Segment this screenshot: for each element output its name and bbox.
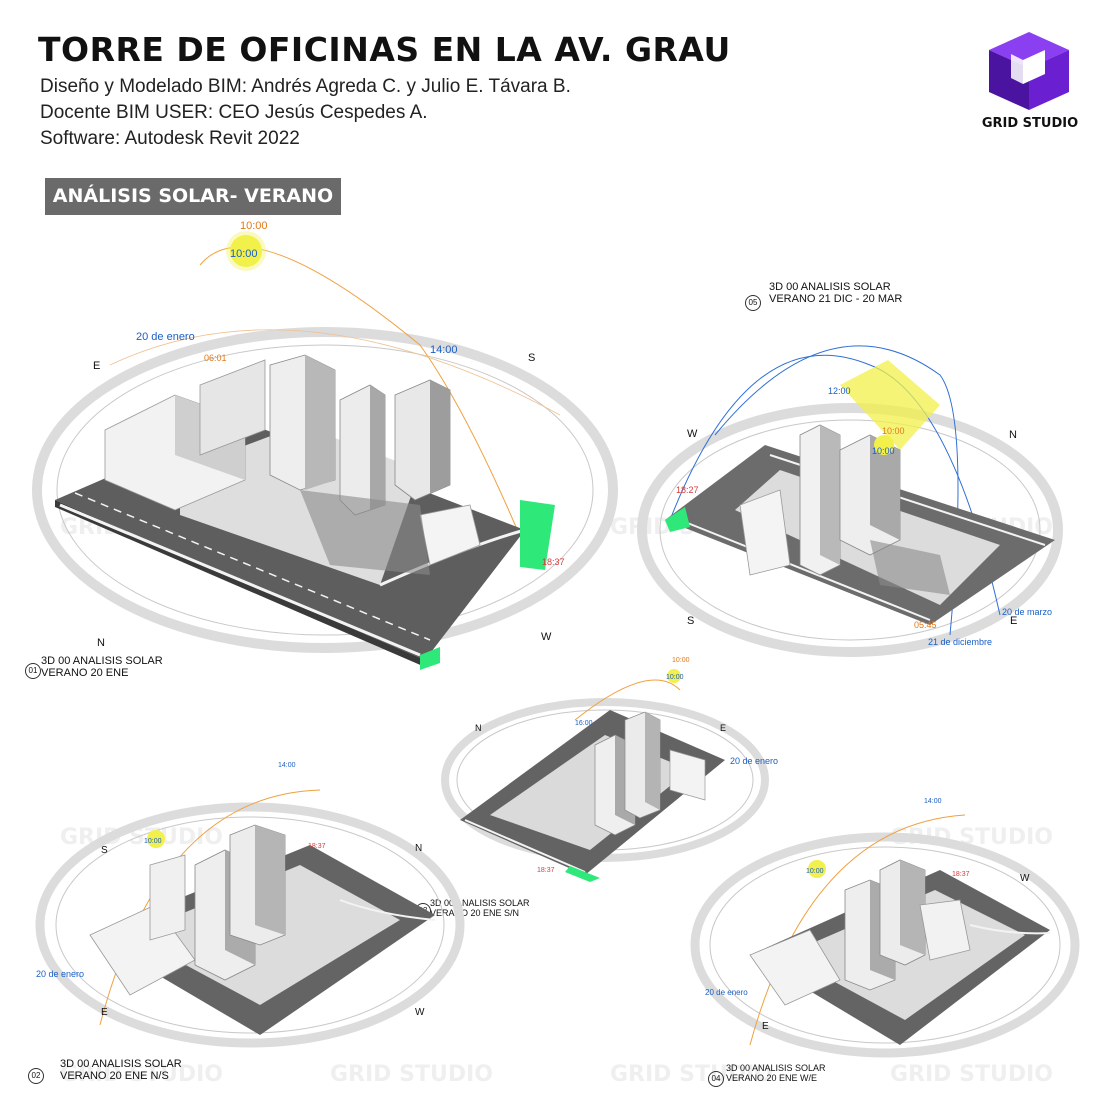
view-number: 04	[708, 1071, 724, 1087]
sun-icon	[874, 435, 894, 455]
site-model-view-01	[32, 246, 618, 670]
compass-north: N	[97, 637, 105, 649]
caption-line: 3D 00 ANALISIS SOLAR	[430, 898, 530, 908]
compass-east: E	[720, 723, 727, 733]
caption-line: VERANO 20 ENE N/S	[60, 1070, 169, 1082]
sun-icon	[808, 860, 826, 878]
section-label: ANÁLISIS SOLAR- VERANO	[45, 178, 341, 215]
compass-east: E	[762, 1021, 769, 1032]
compass-east: E	[101, 1007, 108, 1018]
time-label: 10:00	[806, 868, 824, 875]
time-label: 10:00	[672, 657, 690, 664]
time-label: 10:00	[144, 838, 162, 845]
watermark: GRID STUDIO	[610, 1062, 773, 1087]
page-title: TORRE DE OFICINAS EN LA AV. GRAU	[38, 30, 731, 69]
caption-line: VERANO 21 DIC - 20 MAR	[769, 293, 903, 305]
solar-view-01: 10:00 10:00 20 de enero 14:00 06:01 18:3…	[0, 215, 618, 685]
compass-west: W	[541, 631, 552, 643]
solar-view-03: 10:00 10:00 16:00 20 de enero 18:37 N E …	[415, 650, 780, 919]
watermark: GRID STUDIO	[890, 1062, 1053, 1087]
site-model-view-04	[690, 814, 1080, 1058]
compass-north: N	[415, 843, 423, 854]
sun-icon	[147, 830, 165, 848]
cube-logo-icon	[989, 32, 1069, 110]
solar-view-04: 14:00 10:00 18:37 20 de enero W E 04 3D …	[690, 785, 1090, 1090]
solar-view-02: 14:00 10:00 18:37 20 de enero S N E W 02…	[20, 755, 465, 1090]
caption-line: VERANO 20 ENE	[41, 667, 129, 679]
time-label: 18:27	[676, 485, 699, 495]
compass-south: S	[528, 352, 536, 364]
time-label: 18:37	[308, 843, 326, 850]
credit-teacher: Docente BIM USER: CEO Jesús Cespedes A.	[40, 102, 428, 123]
time-label: 12:00	[828, 386, 851, 396]
sun-time-label: 10:00	[240, 220, 268, 232]
sun-time-label: 10:00	[230, 248, 258, 260]
time-label: 10:00	[882, 426, 905, 436]
caption-line: 3D 00 ANALISIS SOLAR	[41, 655, 163, 667]
compass-south: S	[687, 615, 695, 627]
caption-line: 3D 00 ANALISIS SOLAR	[769, 281, 891, 293]
compass-west: W	[1020, 873, 1030, 884]
time-label: 14:00	[278, 762, 296, 769]
date-label: 20 de enero	[36, 969, 85, 979]
caption-line: VERANO 20 ENE W/E	[726, 1073, 818, 1083]
brand-logo: GRID STUDIO	[975, 30, 1085, 140]
sun-icon	[230, 235, 262, 267]
view-number: 01	[25, 663, 41, 679]
compass-west: W	[415, 1007, 425, 1018]
date-label: 20 de enero	[705, 988, 748, 997]
view-number: 05	[745, 295, 761, 311]
time-label: 06:01	[204, 353, 227, 363]
credit-software: Software: Autodesk Revit 2022	[40, 128, 300, 149]
caption-line: VERANO 20 ENE S/N	[430, 908, 520, 918]
time-label: 05:45	[914, 620, 937, 630]
time-label: 18:37	[537, 867, 555, 874]
compass-east: E	[93, 360, 101, 372]
time-label: 18:37	[952, 871, 970, 878]
watermark: GRID STUDIO	[60, 1062, 223, 1087]
time-label: 14:00	[430, 344, 458, 356]
date-label: 20 de enero	[136, 331, 195, 343]
site-model-view-03	[441, 679, 769, 882]
view-number: 02	[28, 1068, 44, 1084]
site-model-view-05	[637, 345, 1063, 657]
brand-name: GRID STUDIO	[981, 116, 1079, 131]
compass-west: W	[687, 428, 698, 440]
site-model-view-02	[35, 789, 465, 1048]
watermark: GRID STUDIO	[330, 1062, 493, 1087]
time-label: 10:00	[666, 674, 684, 681]
date-label: 20 de enero	[730, 756, 779, 766]
date-label: 20 de marzo	[1002, 607, 1053, 617]
compass-north: N	[1009, 429, 1017, 441]
sun-icon	[667, 669, 681, 683]
compass-east: E	[1010, 615, 1018, 627]
time-label: 14:00	[924, 798, 942, 805]
caption-line: 3D 00 ANALISIS SOLAR	[60, 1058, 182, 1070]
compass-north: N	[475, 723, 482, 733]
date-label: 21 de diciembre	[928, 637, 993, 647]
time-label: 10:00	[872, 446, 895, 456]
caption-line: 3D 00 ANALISIS SOLAR	[726, 1063, 826, 1073]
compass-south: S	[101, 845, 108, 856]
solar-view-05: 05 3D 00 ANALISIS SOLAR VERANO 21 DIC - …	[637, 275, 1080, 657]
time-label: 16:00	[575, 720, 593, 727]
time-label: 18:37	[542, 557, 565, 567]
credit-design: Diseño y Modelado BIM: Andrés Agreda C. …	[40, 76, 571, 97]
